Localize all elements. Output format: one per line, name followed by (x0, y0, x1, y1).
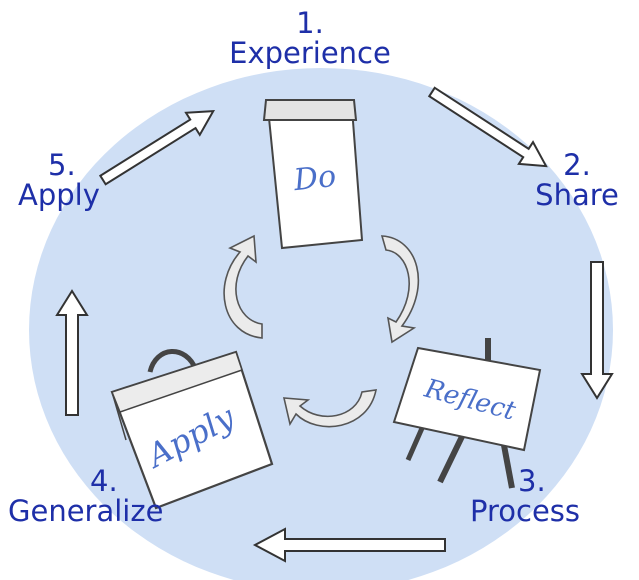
step-5-apply: 5. Apply (18, 150, 128, 211)
inner-curved-arrow-left (223, 234, 263, 339)
do-card-label: Do (291, 159, 338, 198)
inner-curved-arrow-right (380, 235, 419, 344)
reflect-easel-illustration: Reflect (392, 338, 542, 489)
step-2-number: 2. (563, 148, 591, 182)
step-1-number: 1. (296, 6, 324, 40)
step-2-share: 2. Share (522, 150, 632, 211)
step-1-label: Experience (229, 36, 391, 71)
do-pad-illustration: Do (262, 99, 364, 250)
inner-curved-arrow-bottom (282, 389, 378, 428)
apply-briefcase-illustration: Apply (110, 349, 274, 510)
arrow-generalize-to-apply (55, 289, 89, 416)
step-2-label: Share (535, 178, 619, 213)
step-5-label: Apply (18, 178, 100, 213)
step-5-number: 5. (48, 148, 76, 182)
step-3-process: 3. Process (470, 466, 620, 527)
arrow-apply-to-experience (98, 109, 216, 186)
step-4-generalize: 4. Generalize (8, 466, 198, 527)
step-4-label: Generalize (8, 494, 164, 529)
step-4-number: 4. (90, 464, 118, 498)
arrow-process-to-generalize (252, 527, 446, 563)
arrow-share-to-process (580, 261, 614, 400)
step-3-label: Process (470, 494, 581, 529)
step-3-number: 3. (518, 464, 546, 498)
arrow-experience-to-share (427, 86, 548, 168)
step-1-experience: 1. Experience (205, 8, 415, 69)
